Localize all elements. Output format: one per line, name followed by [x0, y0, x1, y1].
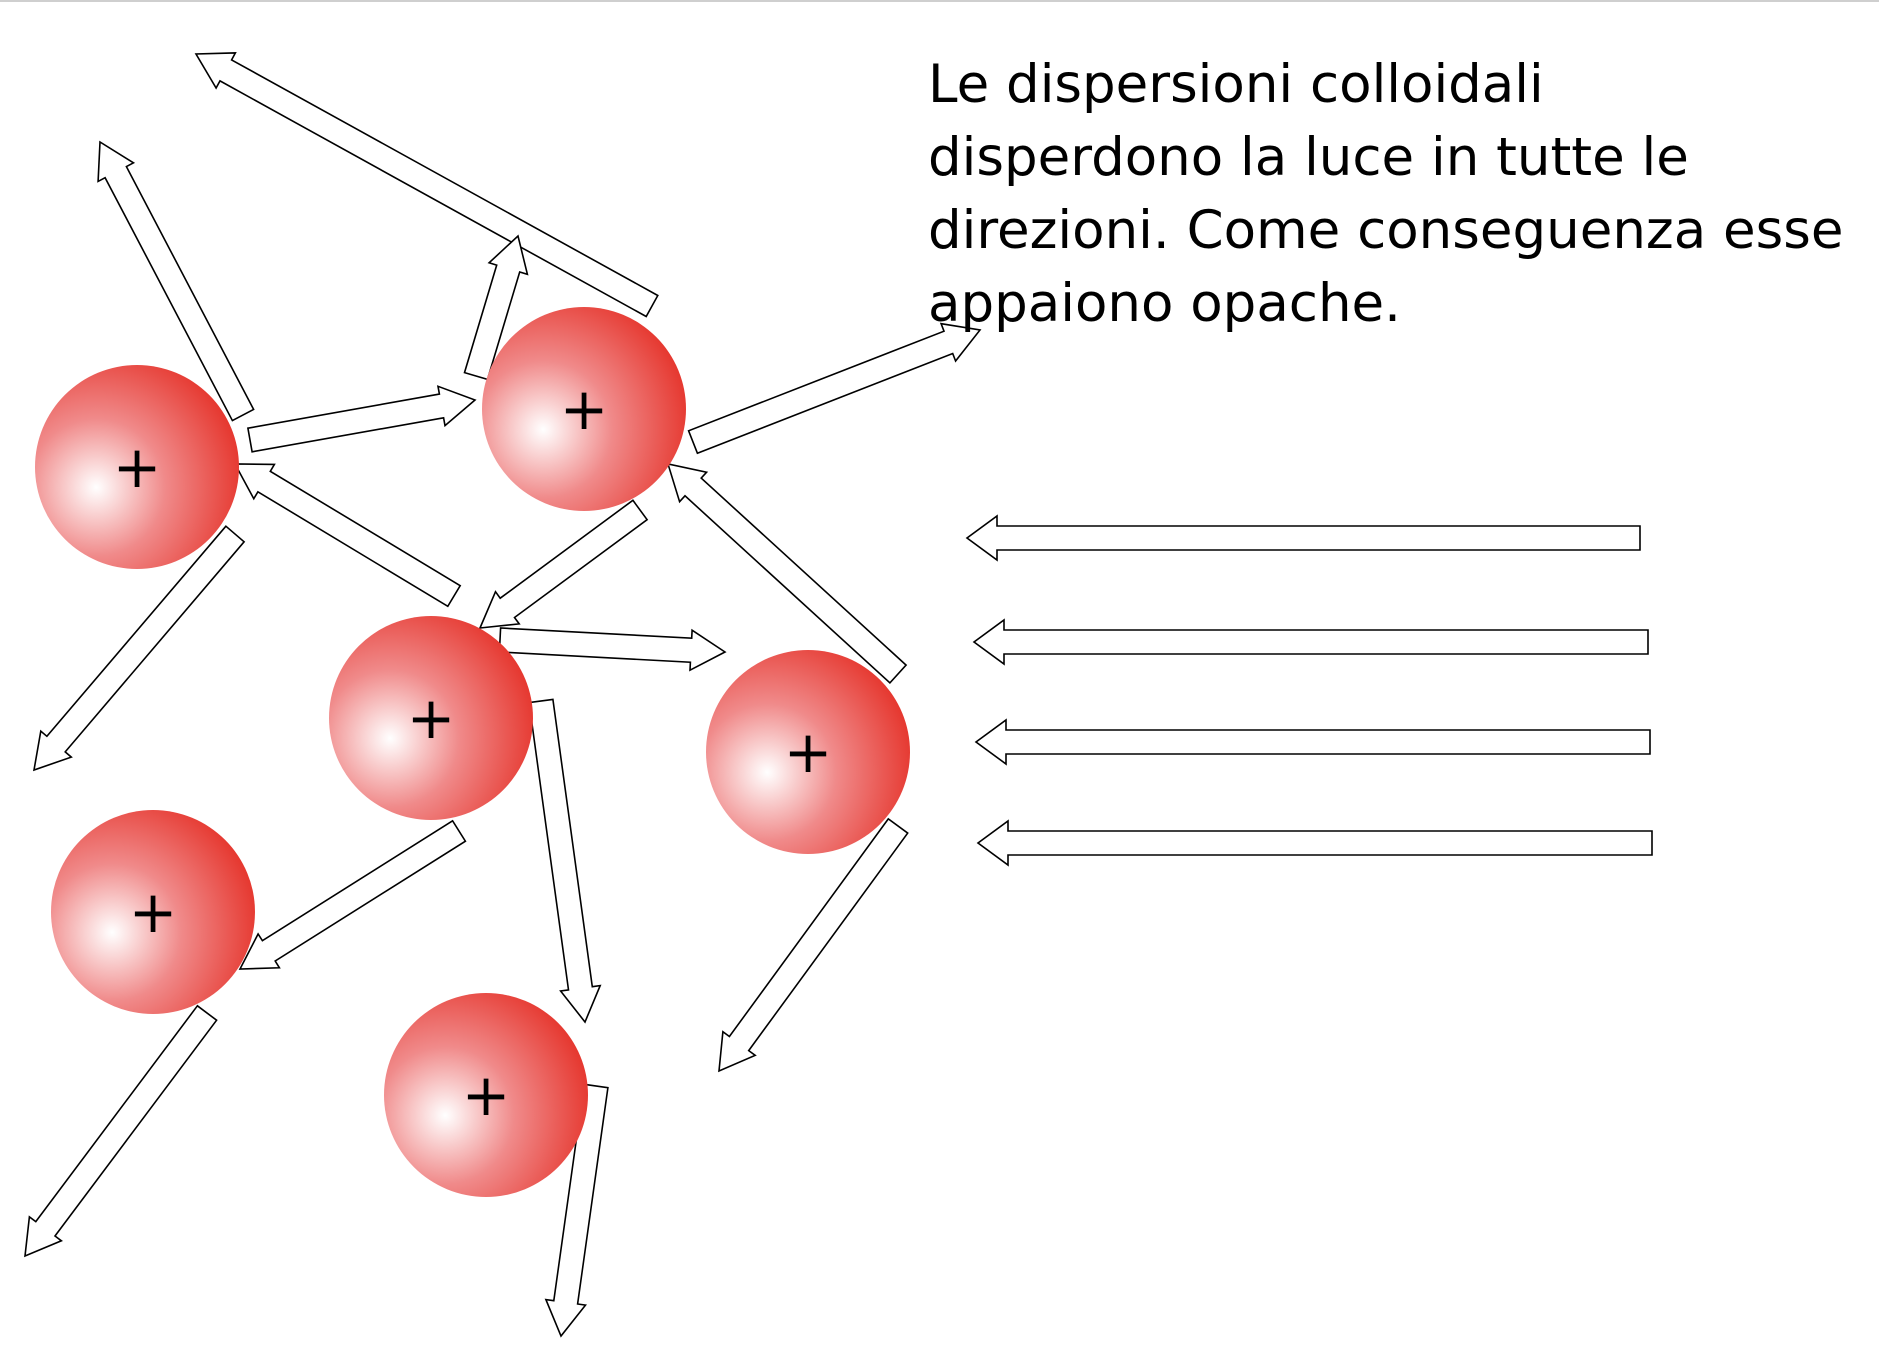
scattered-light-arrow — [498, 627, 727, 672]
colloid-particle: + — [35, 365, 239, 569]
scattered-light-arrow — [32, 525, 246, 772]
scattered-light-arrow — [233, 463, 462, 608]
scattered-light-arrow — [478, 499, 649, 629]
scattered-light-arrow — [238, 819, 467, 970]
scattered-light-arrow — [194, 52, 659, 318]
particle-charge-label: + — [407, 684, 456, 752]
caption-line-1: Le dispersioni colloidali — [928, 54, 1544, 115]
scattered-light-arrow — [463, 234, 529, 381]
particle-sphere — [384, 993, 588, 1197]
particle-sphere — [706, 650, 910, 854]
caption-text: Le dispersioni colloidali disperdono la … — [928, 48, 1868, 340]
particle-charge-label: + — [784, 718, 833, 786]
caption-line-3: direzioni. Come conseguenza esse — [928, 200, 1844, 261]
scattered-light-arrow — [24, 1004, 218, 1258]
particle-charge-label: + — [113, 433, 162, 501]
scattered-light-arrow — [666, 462, 908, 685]
particle-charge-label: + — [129, 878, 178, 946]
incoming-light-arrow — [972, 618, 1649, 666]
particle-sphere — [329, 616, 533, 820]
colloid-particle: + — [482, 307, 686, 511]
scattered-light-arrow — [97, 140, 255, 422]
arrows-layer — [24, 52, 1653, 1338]
colloid-particle: + — [329, 616, 533, 820]
incoming-light-arrow — [976, 819, 1653, 867]
caption-line-4: appaiono opache. — [928, 273, 1401, 334]
colloid-particle: + — [706, 650, 910, 854]
incoming-light-arrow — [965, 514, 1641, 562]
particle-charge-label: + — [560, 375, 609, 443]
scattered-light-arrow — [687, 322, 982, 455]
particle-charge-label: + — [462, 1061, 511, 1129]
scattered-light-arrow — [718, 817, 909, 1073]
colloid-particle: + — [51, 810, 255, 1014]
particle-sphere — [51, 810, 255, 1014]
colloid-particle: + — [384, 993, 588, 1197]
particle-sphere — [35, 365, 239, 569]
top-border — [0, 0, 1879, 2]
particle-sphere — [482, 307, 686, 511]
scattered-light-arrow — [246, 385, 477, 453]
particles-layer: + + + + + + — [35, 307, 910, 1197]
scattered-light-arrow — [544, 1083, 609, 1338]
caption-line-2: disperdono la luce in tutte le — [928, 127, 1689, 188]
incoming-light-arrow — [974, 718, 1651, 766]
scattered-light-arrow — [528, 698, 602, 1024]
